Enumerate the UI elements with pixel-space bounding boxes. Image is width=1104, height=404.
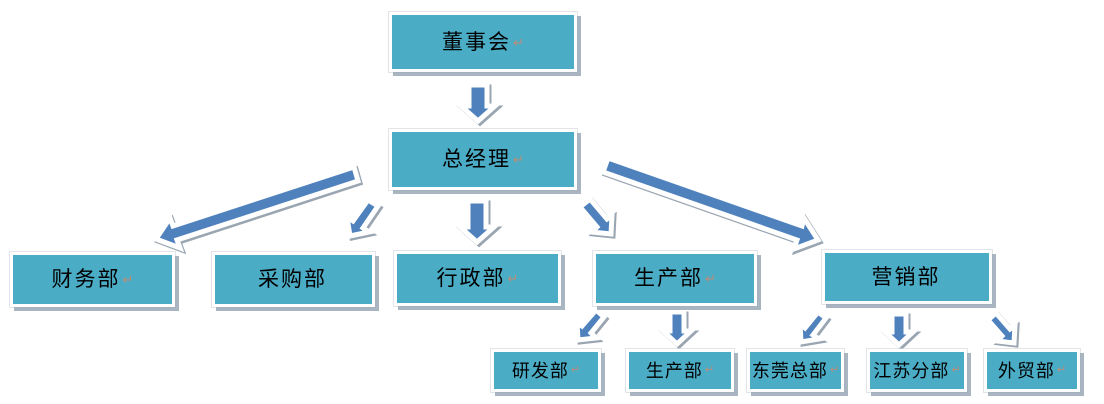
node-marketing-label: 营销部 bbox=[871, 265, 941, 289]
arrow-gm-to-finance[interactable] bbox=[152, 163, 362, 253]
return-mark-icon: ↵ bbox=[705, 271, 716, 286]
arrow-gm-to-production[interactable] bbox=[576, 195, 615, 237]
node-jiangsu[interactable]: 江苏分部↵ bbox=[867, 349, 967, 392]
node-production-label: 生产部 bbox=[634, 267, 704, 290]
node-production2[interactable]: 生产部↵ bbox=[626, 349, 734, 392]
arrow-production-to-production2[interactable] bbox=[656, 309, 698, 348]
node-board-label: 董事会 bbox=[442, 30, 512, 54]
return-mark-icon: ↵ bbox=[704, 364, 715, 376]
node-gm-label: 总经理 bbox=[442, 148, 512, 171]
return-mark-icon: ↵ bbox=[570, 364, 581, 376]
return-mark-icon: ↵ bbox=[951, 364, 961, 376]
arrow-marketing-to-dongguan[interactable] bbox=[797, 308, 830, 345]
return-mark-icon: ↵ bbox=[507, 271, 519, 286]
arrow-gm-to-purchasing[interactable] bbox=[343, 196, 382, 239]
node-rd-label: 研发部 bbox=[511, 360, 569, 381]
node-finance-label: 财务部 bbox=[51, 268, 121, 291]
arrow-production-to-rd[interactable] bbox=[574, 306, 608, 343]
return-mark-icon: ↵ bbox=[513, 34, 524, 50]
node-production[interactable]: 生产部↵ bbox=[593, 251, 757, 306]
arrow-marketing-to-foreign[interactable] bbox=[984, 309, 1018, 346]
node-marketing[interactable]: 营销部 bbox=[822, 250, 992, 304]
node-admin-label: 行政部 bbox=[436, 267, 506, 290]
return-mark-icon: ↵ bbox=[513, 152, 524, 167]
node-purchasing-label: 采购部 bbox=[258, 268, 327, 291]
node-foreign-label: 外贸部 bbox=[997, 360, 1055, 381]
node-foreign[interactable]: 外贸部↵ bbox=[984, 349, 1080, 392]
arrow-gm-to-marketing[interactable] bbox=[599, 154, 822, 254]
node-rd[interactable]: 研发部↵ bbox=[491, 349, 601, 392]
node-admin[interactable]: 行政部↵ bbox=[394, 251, 561, 306]
return-mark-icon: ↵ bbox=[122, 272, 134, 287]
node-dongguan-label: 东莞总部 bbox=[751, 360, 828, 381]
return-mark-icon: ↵ bbox=[1056, 364, 1067, 376]
arrow-marketing-to-jiangsu[interactable] bbox=[878, 311, 920, 349]
arrow-gm-to-admin[interactable] bbox=[453, 198, 501, 246]
node-finance[interactable]: 财务部↵ bbox=[10, 252, 175, 307]
node-dongguan[interactable]: 东莞总部↵ bbox=[747, 349, 844, 392]
return-mark-icon: ↵ bbox=[829, 364, 840, 376]
arrow-board-to-gm[interactable] bbox=[454, 82, 502, 125]
node-production2-label: 生产部 bbox=[645, 360, 703, 381]
node-jiangsu-label: 江苏分部 bbox=[873, 360, 950, 381]
node-board[interactable]: 董事会↵ bbox=[389, 12, 577, 72]
node-gm[interactable]: 总经理↵ bbox=[389, 129, 577, 190]
node-purchasing[interactable]: 采购部 bbox=[212, 252, 375, 307]
